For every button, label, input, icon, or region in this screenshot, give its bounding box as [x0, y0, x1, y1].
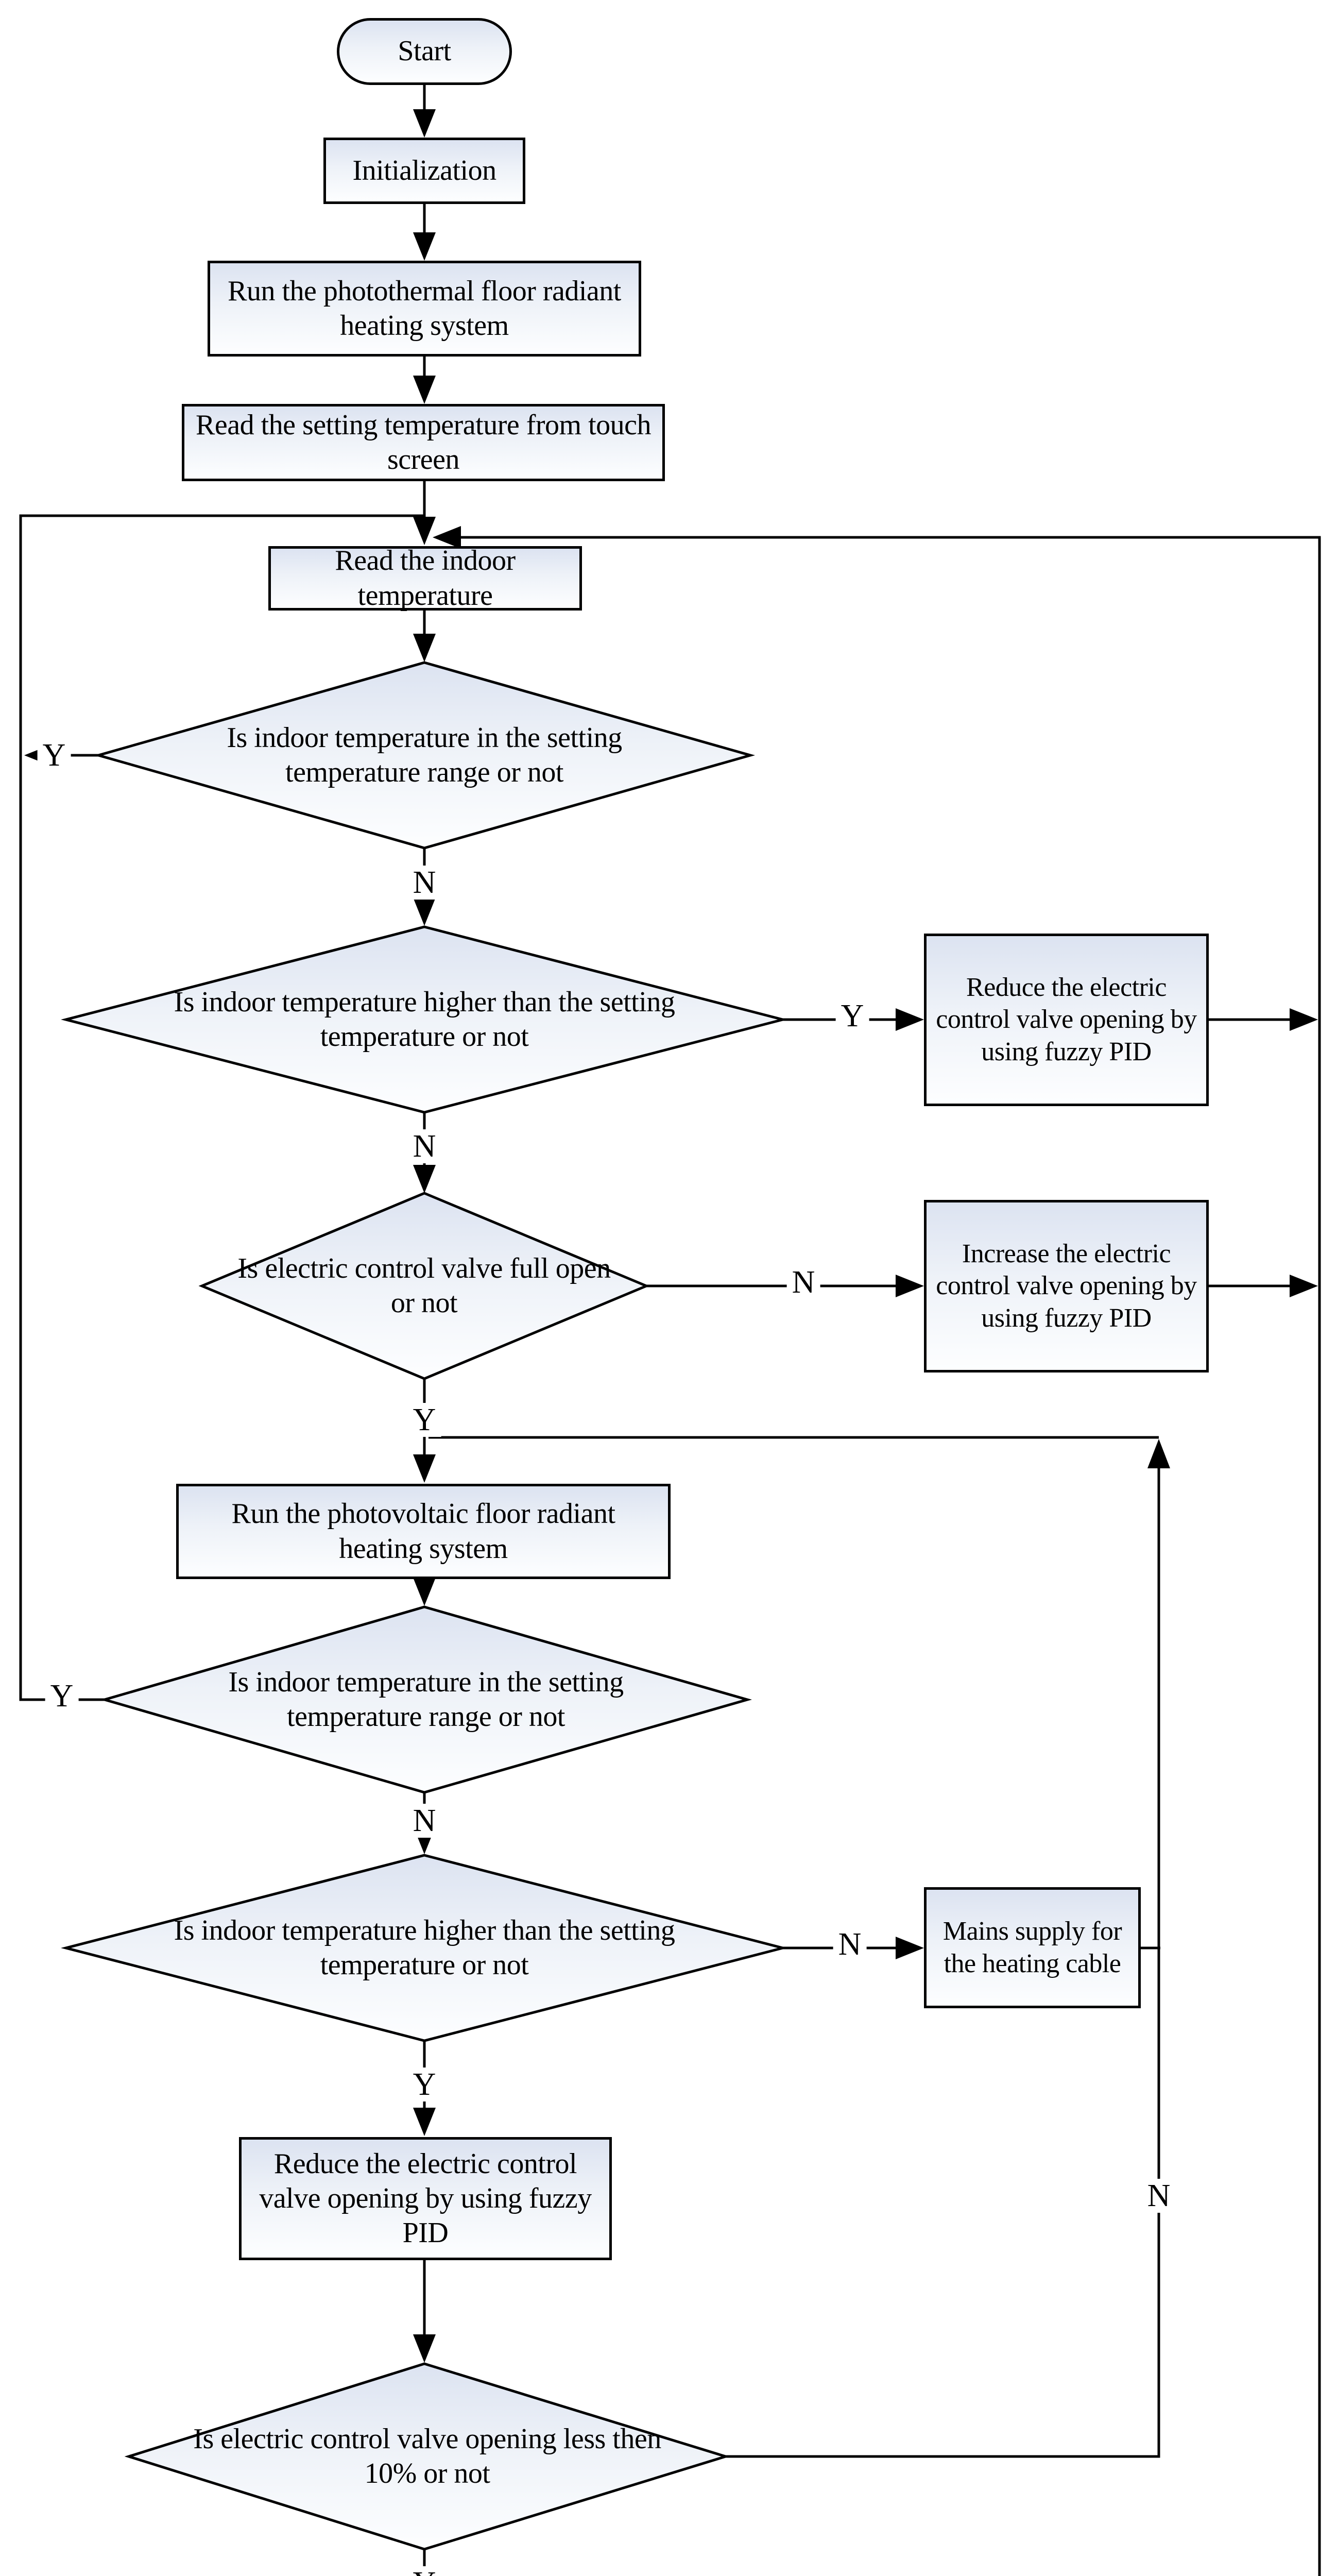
branch-label-d5-no: N	[833, 1927, 867, 1961]
process-increase-valve-fuzzy-pid: Increase the electric control valve open…	[924, 1200, 1209, 1372]
arrowhead-into-d3	[413, 1165, 436, 1193]
start-label: Start	[398, 35, 451, 67]
decision-opening-10pct-shape	[124, 2362, 730, 2551]
decision-higher-1-shape	[61, 925, 788, 1114]
branch-label-d3-yes: Y	[407, 1403, 441, 1437]
branch-label-d2-no: N	[407, 1129, 441, 1163]
read-indoor-temp-label: Read the indoor temperature	[335, 545, 516, 612]
decision-in-range-1-shape	[93, 661, 756, 850]
mains-supply-label: Mains supply for the heating cable	[942, 1917, 1122, 1978]
decision-in-range-1-label: Is indoor temperature in the setting tem…	[227, 721, 622, 788]
decision-in-range-2-label: Is indoor temperature in the setting tem…	[228, 1666, 624, 1733]
branch-label-d6-yes: Y	[407, 2566, 441, 2576]
decision-in-range-1: Is indoor temperature in the setting tem…	[98, 663, 750, 848]
arrowhead-increase-into-rightloop	[1290, 1275, 1318, 1297]
decision-higher-1: Is indoor temperature higher than the se…	[66, 927, 783, 1112]
arrowhead-into-read2	[413, 517, 436, 545]
arrowhead-return-up	[1147, 1439, 1170, 1468]
start-terminator: Start	[337, 18, 512, 85]
decision-full-open: Is electric control valve full open or n…	[202, 1193, 646, 1379]
run-photovoltaic-label: Run the photovoltaic floor radiant heati…	[231, 1498, 615, 1565]
arrowhead-into-reduce1	[896, 1008, 924, 1031]
reduce-valve-fuzzy-pid-label: Reduce the electric control valve openin…	[936, 972, 1197, 1066]
arrowhead-into-d4	[413, 1578, 436, 1606]
initialization-label: Initialization	[352, 154, 496, 187]
arrowhead-into-d6	[413, 2334, 436, 2363]
arrowhead-into-increase	[896, 1275, 924, 1297]
decision-in-range-2-shape	[100, 1605, 752, 1794]
decision-full-open-label: Is electric control valve full open or n…	[237, 1252, 611, 1319]
process-initialization: Initialization	[323, 138, 525, 204]
arrowhead-into-run1	[413, 232, 436, 261]
reduce-valve-center-label: Reduce the electric control valve openin…	[259, 2147, 592, 2249]
process-reduce-valve-center: Reduce the electric control valve openin…	[239, 2137, 612, 2260]
arrowhead-rightloop-into-center	[433, 526, 461, 549]
arrowhead-into-reduce2	[413, 2108, 436, 2136]
arrowhead-into-mains	[896, 1937, 924, 1959]
arrowhead-into-d2	[413, 897, 436, 926]
process-read-indoor-temp: Read the indoor temperature	[268, 545, 582, 612]
branch-label-d4-yes: Y	[45, 1679, 79, 1713]
process-mains-supply: Mains supply for the heating cable	[924, 1887, 1141, 2008]
decision-higher-2-shape	[61, 1854, 788, 2042]
arrowhead-reduce1-into-rightloop	[1290, 1008, 1318, 1031]
decision-higher-1-label: Is indoor temperature higher than the se…	[174, 986, 675, 1053]
decision-opening-10pct: Is electric control valve opening less t…	[129, 2364, 726, 2549]
branch-label-d6-no: N	[1142, 2179, 1176, 2213]
connector-outer-loop	[460, 536, 1321, 2576]
run-photothermal-label: Run the photothermal floor radiant heati…	[228, 275, 621, 342]
branch-label-d1-yes: Y	[37, 738, 71, 772]
read-setting-temp-label: Read the setting temperature from touch …	[196, 409, 651, 476]
branch-label-d1-no: N	[407, 866, 441, 900]
process-run-photovoltaic: Run the photovoltaic floor radiant heati…	[176, 1484, 671, 1579]
connector-d6-no-return	[726, 1468, 1160, 2458]
process-read-setting-temp: Read the setting temperature from touch …	[182, 404, 665, 481]
decision-higher-2-label: Is indoor temperature higher than the se…	[174, 1914, 675, 1981]
branch-label-d2-yes: Y	[835, 999, 869, 1033]
branch-label-d5-yes: Y	[407, 2067, 441, 2102]
process-reduce-valve-fuzzy-pid: Reduce the electric control valve openin…	[924, 934, 1209, 1106]
branch-label-d3-no: N	[786, 1265, 820, 1299]
decision-higher-2: Is indoor temperature higher than the se…	[66, 1855, 783, 2041]
arrowhead-into-run2	[413, 1454, 436, 1483]
increase-valve-fuzzy-pid-label: Increase the electric control valve open…	[936, 1239, 1197, 1333]
decision-opening-10pct-label: Is electric control valve opening less t…	[193, 2422, 661, 2489]
process-run-photothermal: Run the photothermal floor radiant heati…	[208, 261, 641, 357]
decision-full-open-shape	[198, 1192, 650, 1380]
branch-label-d4-no: N	[407, 1804, 441, 1838]
arrowhead-into-d1	[413, 634, 436, 662]
arrowhead-into-init	[413, 109, 436, 138]
arrowhead-into-read1	[413, 376, 436, 404]
decision-in-range-2: Is indoor temperature in the setting tem…	[105, 1607, 747, 1792]
